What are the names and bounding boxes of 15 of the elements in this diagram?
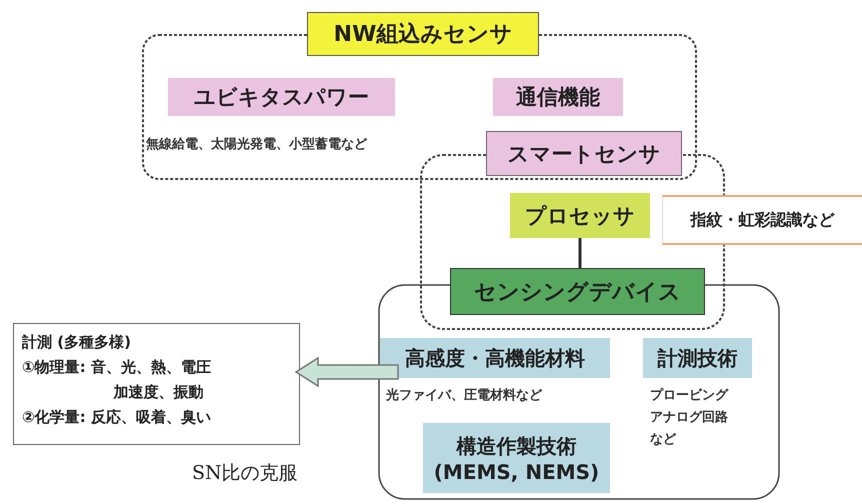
feature-box: 通信機能 (493, 78, 623, 116)
component-box: プロセッサ (510, 193, 650, 238)
measurement-box: 計測 (多種多様) ①物理量: 音、光、熱、電圧加速度、振動 ②化学量: 反応、吸着、臭い (13, 323, 300, 445)
dashed-region (142, 12, 697, 180)
connector-line (578, 238, 582, 268)
group-title: スマートセンサ (486, 131, 682, 176)
block-arrow (294, 356, 399, 388)
example-box: 指紋・虹彩認識など (662, 195, 862, 245)
example-note: 無線給電、太陽光発電、小型蓄電など (146, 136, 367, 154)
example-note: プロービングアナログ回路など (650, 386, 730, 449)
technology-box: 構造作製技術 (MEMS, NEMS) (423, 423, 610, 493)
group-title: センシングデバイス (450, 268, 705, 315)
group-title: NW組込みセンサ (307, 12, 539, 56)
example-note: 光ファイバ、圧電材料など (386, 387, 542, 405)
note-text: SN比の克服 (192, 461, 298, 486)
